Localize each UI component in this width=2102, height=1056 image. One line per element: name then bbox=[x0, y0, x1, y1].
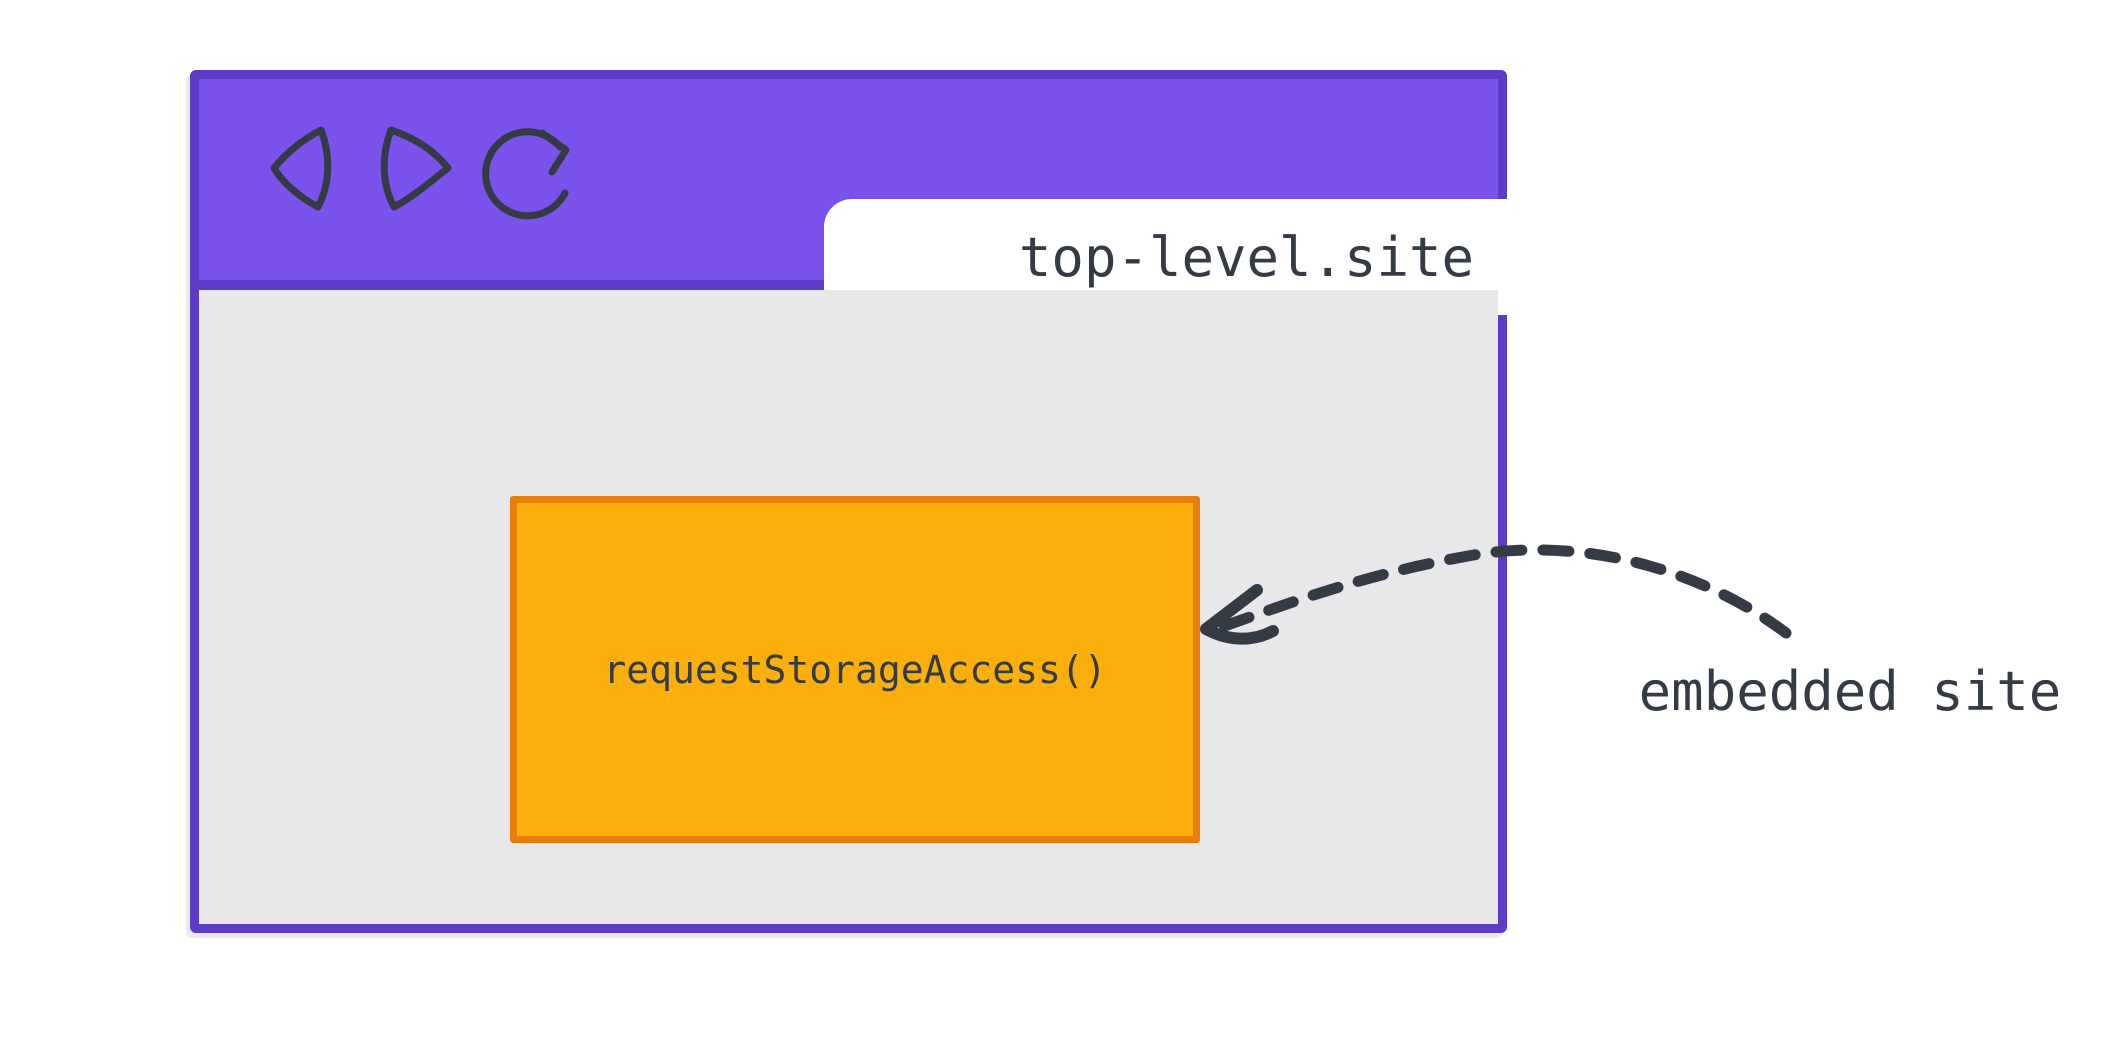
embedded-frame-label: requestStorageAccess() bbox=[603, 647, 1107, 692]
browser-window: top-level.site bbox=[190, 70, 1669, 933]
browser-title-bar: top-level.site bbox=[199, 79, 1669, 315]
embedded-frame: requestStorageAccess() bbox=[510, 496, 1200, 843]
address-bar-url: top-level.site bbox=[1018, 225, 1475, 289]
embedded-site-label: embedded site bbox=[1638, 660, 2062, 723]
